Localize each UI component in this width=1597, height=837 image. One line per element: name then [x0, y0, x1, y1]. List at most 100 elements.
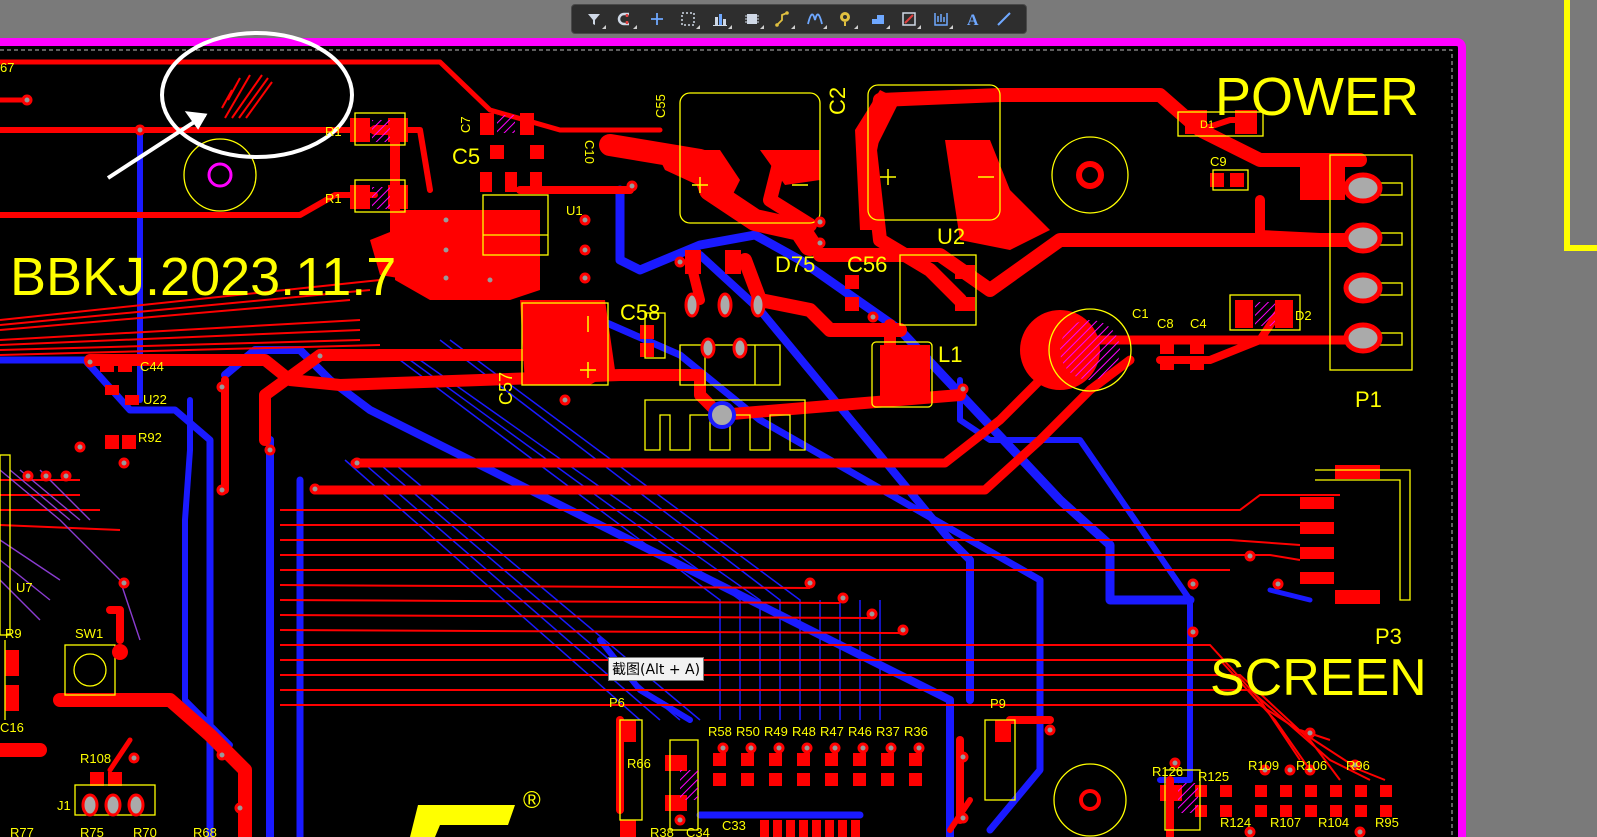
top-layer-bus-traces — [0, 279, 1386, 781]
component-place-icon — [744, 14, 759, 24]
label-r126: R126 — [1152, 764, 1183, 779]
label-c33: C33 — [722, 818, 746, 833]
text-button[interactable]: A — [960, 7, 986, 31]
dimension-icon — [934, 13, 948, 26]
align-button[interactable] — [707, 7, 733, 31]
label-r38: R38 — [650, 825, 674, 837]
label-c4: C4 — [1190, 316, 1207, 331]
label-r125: R125 — [1198, 769, 1229, 784]
board-title-text: BBKJ.2023.11.7 — [10, 247, 396, 307]
label-c56: C56 — [847, 252, 887, 277]
label-l1: L1 — [938, 342, 962, 367]
region-button[interactable] — [896, 7, 922, 31]
label-r37: R37 — [876, 724, 900, 739]
label-r9: R9 — [5, 626, 22, 641]
silkscreen-outlines — [0, 84, 1413, 837]
line-draw-icon — [997, 12, 1011, 26]
vias — [21, 94, 1366, 837]
label-u1: U1 — [566, 203, 583, 218]
label-c58: C58 — [620, 300, 660, 325]
label-c7: C7 — [458, 116, 473, 133]
registered-mark: ® — [523, 787, 541, 814]
label-u22: U22 — [143, 392, 167, 407]
annotation-markup — [106, 31, 354, 180]
label-c2: C2 — [825, 87, 850, 115]
label-c1: C1 — [1132, 306, 1149, 321]
label-r106: R106 — [1296, 758, 1327, 773]
select-button[interactable] — [675, 7, 701, 31]
polygon-button[interactable] — [865, 7, 891, 31]
add-point-button[interactable] — [644, 7, 670, 31]
region-edit-icon — [902, 12, 917, 26]
line-button[interactable] — [991, 7, 1017, 31]
filter-icon — [587, 14, 600, 25]
board-area — [0, 40, 1462, 837]
label-67: 67 — [0, 60, 14, 75]
string-text-icon: A — [967, 12, 979, 28]
label-r75: R75 — [80, 825, 104, 837]
filter-button[interactable] — [581, 7, 607, 31]
label-r92: R92 — [138, 430, 162, 445]
polarity-marks — [580, 169, 994, 378]
label-r47: R47 — [820, 724, 844, 739]
power-section-label: POWER — [1215, 67, 1419, 127]
keepout-outline — [0, 49, 1453, 837]
dimension-button[interactable] — [928, 7, 954, 31]
component-bodies — [372, 115, 1275, 813]
smd-pads — [5, 110, 1380, 837]
label-c44: C44 — [140, 359, 164, 374]
label-c55: C55 — [653, 94, 668, 118]
route-button[interactable] — [770, 7, 796, 31]
label-p9: P9 — [990, 696, 1006, 711]
label-c57: C57 — [496, 372, 516, 405]
route-track-icon — [775, 11, 789, 27]
label-u7: U7 — [16, 580, 33, 595]
svg-text:A: A — [967, 12, 979, 28]
place-component-button[interactable] — [739, 7, 765, 31]
label-r124: R124 — [1220, 815, 1251, 830]
label-d2: D2 — [1295, 308, 1312, 323]
magnet-snap-icon — [618, 12, 630, 26]
label-r36: R36 — [904, 724, 928, 739]
label-u2: U2 — [937, 224, 965, 249]
label-c16: C16 — [0, 720, 24, 735]
label-c8: C8 — [1157, 316, 1174, 331]
label-r68: R68 — [193, 825, 217, 837]
label-d1: D1 — [1200, 119, 1214, 131]
label-r50: R50 — [736, 724, 760, 739]
screenshot-tooltip: 截图(Alt + A) — [608, 657, 705, 681]
label-r96: R96 — [1346, 758, 1370, 773]
snap-button[interactable] — [612, 7, 638, 31]
label-r108: R108 — [80, 751, 111, 766]
diff-pair-button[interactable] — [802, 7, 828, 31]
label-r1-a: R1 — [325, 124, 342, 139]
pcb-editor-active-bar: A — [571, 4, 1027, 34]
select-rectangle-icon — [681, 12, 696, 26]
logo-fragment — [410, 805, 515, 837]
board-outline — [0, 38, 1466, 837]
crosshair-add-icon — [650, 13, 663, 25]
label-r46: R46 — [848, 724, 872, 739]
label-r107: R107 — [1270, 815, 1301, 830]
label-r1-b: R1 — [325, 191, 342, 206]
through-hole-pads — [81, 161, 1383, 817]
label-r66: R66 — [627, 756, 651, 771]
label-r58: R58 — [708, 724, 732, 739]
label-r49: R49 — [764, 724, 788, 739]
label-c10: C10 — [582, 140, 597, 164]
via-button[interactable] — [833, 7, 859, 31]
label-sw1: SW1 — [75, 626, 103, 641]
label-c5: C5 — [452, 144, 480, 169]
label-c34: C34 — [686, 825, 710, 837]
label-r70: R70 — [133, 825, 157, 837]
interactive-diff-pair-icon — [806, 13, 823, 25]
label-c9: C9 — [1210, 154, 1227, 169]
align-distribute-icon — [713, 14, 728, 26]
label-r109: R109 — [1248, 758, 1279, 773]
label-r48: R48 — [792, 724, 816, 739]
label-d75: D75 — [775, 252, 815, 277]
polygon-pour-icon — [871, 15, 884, 24]
screen-section-label: SCREEN — [1210, 649, 1427, 707]
label-p6: P6 — [609, 695, 625, 710]
